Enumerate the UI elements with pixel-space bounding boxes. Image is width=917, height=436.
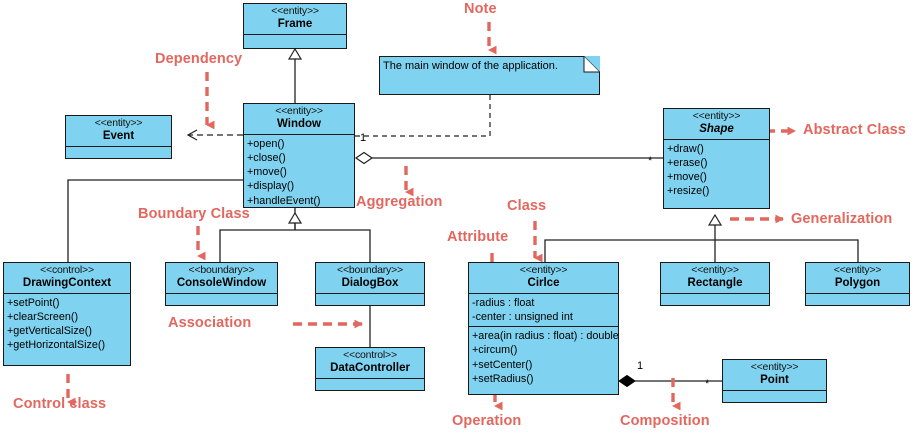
annotation-class: Class <box>507 198 547 214</box>
class-operations-compartment: +setPoint() +clearScreen() +getVerticalS… <box>4 294 130 355</box>
annotation-aggregation: Aggregation <box>356 194 443 210</box>
class-header: <<entity>> Window <box>244 104 354 135</box>
class-header: <<control>> DrawingContext <box>4 263 130 294</box>
annotation-operation: Operation <box>452 413 522 429</box>
annotation-abstract-class: Abstract Class <box>803 122 906 138</box>
multiplicity-window-shape-source: 1 <box>360 132 367 144</box>
class-header: <<entity>> Polygon <box>806 263 909 294</box>
class-box-frame[interactable]: <<entity>> Frame <box>243 3 347 49</box>
class-member: +erase() <box>667 156 708 169</box>
class-member: +close() <box>247 151 286 164</box>
class-name: DrawingContext <box>22 276 112 289</box>
class-member: +area(in radius : float) : double <box>472 330 619 343</box>
class-name: DataController <box>330 361 410 374</box>
class-member: +clearScreen() <box>7 310 79 323</box>
class-header: <<entity>> Frame <box>244 4 346 35</box>
class-name: DialogBox <box>341 276 399 289</box>
annotation-note: Note <box>464 1 497 17</box>
annotation-dependency: Dependency <box>155 51 243 67</box>
class-box-dialogbox[interactable]: <<boundary>> DialogBox <box>315 262 425 306</box>
class-stereotype: <<control>> <box>40 264 94 276</box>
class-name: Polygon <box>834 276 881 289</box>
class-member: +resize() <box>667 185 710 198</box>
annotation-generalization: Generalization <box>791 211 893 227</box>
annotation-composition: Composition <box>620 413 710 429</box>
class-attributes-compartment: -radius : float -center : unsigned int <box>469 294 618 328</box>
class-member: +setCenter() <box>472 358 533 371</box>
class-stereotype: <<entity>> <box>271 5 319 17</box>
class-attributes-compartment <box>66 147 171 157</box>
class-name: Event <box>102 129 135 142</box>
class-stereotype: <<entity>> <box>275 105 323 117</box>
class-name: Cirlce <box>527 276 560 289</box>
class-operations-compartment: +area(in radius : float) : double +circu… <box>469 327 619 388</box>
class-member: +open() <box>247 137 285 150</box>
note-box[interactable]: The main window of the application. <box>379 56 600 95</box>
class-member: -radius : float <box>472 296 535 309</box>
annotation-association: Association <box>168 315 252 331</box>
class-box-rectangle[interactable]: <<entity>> Rectangle <box>660 262 770 306</box>
class-operations-compartment: +draw() +erase() +move() +resize() <box>664 140 769 201</box>
class-name: Shape <box>699 122 734 135</box>
class-stereotype: <<boundary>> <box>188 264 255 276</box>
class-name: Frame <box>277 17 313 30</box>
annotation-boundary-class: Boundary Class <box>138 206 250 222</box>
class-stereotype: <<entity>> <box>833 264 882 276</box>
multiplicity-window-shape-target: * <box>648 155 653 167</box>
note-text: The main window of the application. <box>383 60 558 72</box>
class-attributes-compartment <box>806 294 909 304</box>
class-name: Point <box>760 373 789 386</box>
class-stereotype: <<entity>> <box>691 264 739 276</box>
class-member: +move() <box>667 171 707 184</box>
class-member: +setPoint() <box>7 296 60 309</box>
class-name: Rectangle <box>687 276 743 289</box>
class-attributes-compartment <box>316 294 424 304</box>
class-box-cirlce[interactable]: <<entity>> Cirlce -radius : float -cente… <box>468 262 619 395</box>
class-box-window[interactable]: <<entity>> Window +open() +close() +move… <box>243 103 355 208</box>
class-stereotype: <<entity>> <box>692 110 741 122</box>
class-attributes-compartment <box>166 294 277 304</box>
class-box-event[interactable]: <<entity>> Event <box>65 115 172 159</box>
annotation-attribute: Attribute <box>447 229 509 245</box>
class-name: ConsoleWindow <box>176 276 267 289</box>
class-box-datacontroller[interactable]: <<control>> DataController <box>315 347 425 391</box>
class-stereotype: <<entity>> <box>94 117 143 129</box>
class-attributes-compartment <box>723 391 826 401</box>
class-box-shape[interactable]: <<entity>> Shape +draw() +erase() +move(… <box>663 108 770 209</box>
class-attributes-compartment <box>316 379 424 389</box>
class-header: <<entity>> Rectangle <box>661 263 769 294</box>
class-member: +getVerticalSize() <box>7 325 92 338</box>
class-box-consolewindow[interactable]: <<boundary>> ConsoleWindow <box>165 262 278 306</box>
class-name: Window <box>277 117 321 130</box>
class-box-drawingcontext[interactable]: <<control>> DrawingContext +setPoint() +… <box>3 262 131 366</box>
class-member: +draw() <box>667 142 704 155</box>
multiplicity-cirlce-point-target: * <box>705 378 710 390</box>
class-member: +handleEvent() <box>247 194 321 207</box>
class-header: <<boundary>> ConsoleWindow <box>166 263 277 294</box>
class-header: <<boundary>> DialogBox <box>316 263 424 294</box>
class-member: -center : unsigned int <box>472 310 573 323</box>
class-attributes-compartment <box>244 35 346 45</box>
class-member: +move() <box>247 166 287 179</box>
multiplicity-cirlce-point-source: 1 <box>637 360 644 372</box>
class-member: +display() <box>247 180 295 193</box>
class-header: <<control>> DataController <box>316 348 424 379</box>
class-box-point[interactable]: <<entity>> Point <box>722 359 827 403</box>
class-stereotype: <<boundary>> <box>337 264 403 276</box>
class-header: <<entity>> Point <box>723 360 826 391</box>
class-header: <<entity>> Shape <box>664 109 769 140</box>
class-stereotype: <<control>> <box>343 349 397 361</box>
class-header: <<entity>> Cirlce <box>469 263 618 294</box>
class-stereotype: <<entity>> <box>750 361 799 373</box>
class-member: +setRadius() <box>472 372 534 385</box>
annotation-control-class: Control class <box>13 396 107 412</box>
class-header: <<entity>> Event <box>66 116 171 147</box>
class-member: +circum() <box>472 344 518 357</box>
class-member: +getHorizontalSize() <box>7 339 106 352</box>
class-stereotype: <<entity>> <box>519 264 568 276</box>
class-box-polygon[interactable]: <<entity>> Polygon <box>805 262 910 306</box>
class-attributes-compartment <box>661 294 769 304</box>
class-operations-compartment: +open() +close() +move() +display() +han… <box>244 135 354 210</box>
